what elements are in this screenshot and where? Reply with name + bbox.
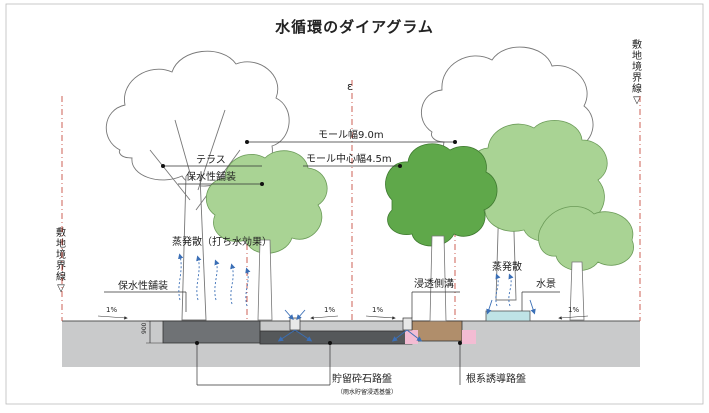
drain-inlet-left [289, 317, 301, 331]
mall-center-label: モール中心幅4.5m [306, 152, 392, 165]
infiltration-gutter-label: 浸透側溝 [414, 277, 454, 290]
storage-base-center [259, 330, 413, 345]
tree-outline-left [105, 50, 290, 321]
slope-label-3: 1% [372, 306, 383, 314]
centerline-mark: ε [347, 80, 353, 93]
terrace-node [161, 164, 165, 168]
infiltration-arrows [277, 299, 536, 342]
tree-light-green-left [205, 150, 328, 321]
slope-arrow-4 [558, 315, 589, 320]
root-base-node [458, 341, 462, 345]
root-base-pink-left [405, 330, 418, 344]
slope-arrow-1 [97, 315, 128, 320]
slope-arrow-2 [310, 315, 339, 320]
root-base-pink-right [462, 330, 476, 344]
evaporation-watering-label: 蒸発散（打ち水効果） [172, 235, 272, 248]
root-base-label: 根系誘導路盤 [466, 372, 526, 385]
depth-label: 900 [141, 322, 148, 334]
tree-dark-green-center [385, 143, 498, 322]
tree-light-green-right [467, 120, 634, 321]
terrace-label: テラス [196, 154, 226, 166]
water-feature-basin [485, 310, 531, 322]
storage-base-node-left [195, 341, 199, 345]
permeable-paving-top-node [260, 182, 264, 186]
diagram-title: 水循環のダイアグラム [275, 18, 434, 36]
drain-inlet-right [402, 317, 413, 331]
storage-base-label: 貯留砕石路盤 [332, 372, 392, 385]
slope-label-1: 1% [106, 306, 117, 314]
frame-border [5, 3, 704, 405]
water-feature-label: 水景 [536, 278, 556, 290]
mall-center-node-right [398, 164, 402, 168]
slope-label-4: 1% [568, 306, 579, 314]
boundary-label-left: 敷地境界線▽ [56, 228, 66, 294]
mall-width-node-left [245, 140, 249, 144]
storage-base-note: （雨水貯留浸透基盤） [337, 388, 397, 396]
root-soil-block [411, 320, 463, 342]
mall-width-node-right [453, 140, 457, 144]
slope-label-2: 1% [324, 306, 335, 314]
permeable-paving-top-label: 保水性舗装 [186, 170, 236, 183]
storage-base-node-right [328, 341, 332, 345]
storage-base-left [162, 320, 261, 344]
mall-width-label: モール幅9.0m [318, 128, 384, 141]
boundary-label-right: 敷地境界線▽ [632, 40, 642, 106]
permeable-paving-left-label: 保水性舗装 [118, 279, 168, 292]
slope-arrow-3 [365, 315, 396, 320]
evaporation-arrows-left [178, 253, 251, 307]
evaporation-label: 蒸発散 [492, 260, 522, 273]
